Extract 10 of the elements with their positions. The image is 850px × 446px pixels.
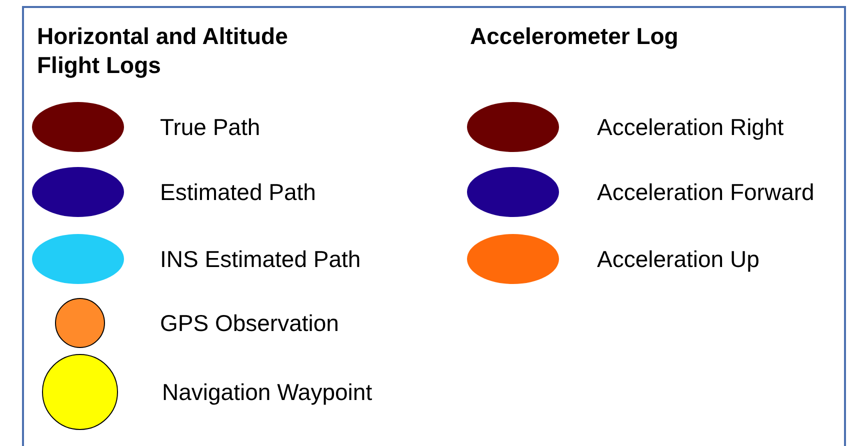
legend-label: Acceleration Up [597, 245, 760, 273]
legend-label: True Path [160, 113, 260, 141]
legend-label: Estimated Path [160, 178, 316, 206]
legend-heading: Horizontal and Altitude Flight Logs [37, 22, 289, 80]
legend-label: Acceleration Forward [597, 178, 814, 206]
legend-heading: Accelerometer Log [470, 22, 680, 51]
legend-label: INS Estimated Path [160, 245, 361, 273]
legend-label: GPS Observation [160, 309, 339, 337]
legend-label: Navigation Waypoint [162, 378, 372, 406]
legend-label: Acceleration Right [597, 113, 784, 141]
